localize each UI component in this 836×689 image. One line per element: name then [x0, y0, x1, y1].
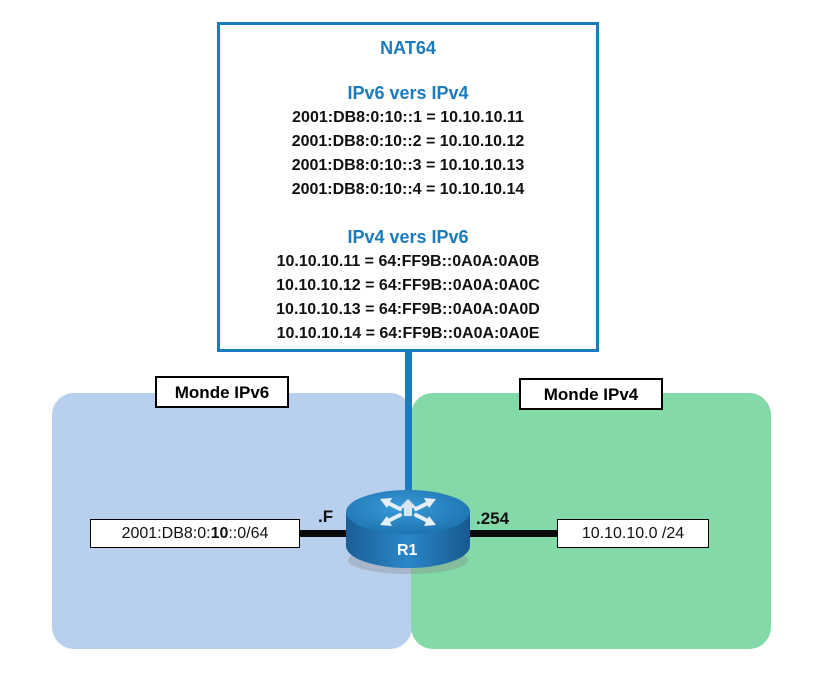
router-icon	[346, 490, 470, 574]
mapping-row: 10.10.10.13 = 64:FF9B::0A0A:0A0D	[276, 301, 540, 318]
mapping-row: 2001:DB8:0:10::3 = 10.10.10.13	[291, 157, 525, 174]
router-name: R1	[397, 542, 418, 559]
ipv6-network-box: 2001:DB8:0:10::0/64	[90, 519, 300, 548]
ipv4-world-label: Monde IPv4	[519, 378, 663, 410]
ipv4-to-ipv6-heading: IPv4 vers IPv6	[347, 227, 469, 247]
nat64-table-box: NAT64 IPv6 vers IPv4 2001:DB8:0:10::1 = …	[217, 22, 599, 352]
mapping-row: 2001:DB8:0:10::1 = 10.10.10.11	[292, 109, 524, 126]
ipv4-interface-label: .254	[476, 509, 510, 528]
router-r1: R1	[342, 478, 474, 578]
nat64-link-line	[405, 352, 412, 492]
mapping-row: 10.10.10.11 = 64:FF9B::0A0A:0A0B	[276, 253, 540, 270]
mapping-row: 10.10.10.12 = 64:FF9B::0A0A:0A0C	[276, 277, 540, 294]
ipv6-world-label: Monde IPv6	[155, 376, 289, 408]
ipv6-network-suffix: ::0/64	[228, 525, 269, 542]
mapping-row: 2001:DB8:0:10::2 = 10.10.10.12	[291, 133, 525, 150]
ipv6-interface-label: .F	[318, 507, 334, 526]
nat64-title: NAT64	[380, 38, 436, 58]
ipv6-to-ipv4-list: 2001:DB8:0:10::1 = 10.10.10.11 2001:DB8:…	[220, 106, 596, 202]
ipv6-network-prefix: 2001:DB8:0:	[121, 525, 211, 542]
mapping-row: 2001:DB8:0:10::4 = 10.10.10.14	[291, 181, 525, 198]
ipv4-to-ipv6-list: 10.10.10.11 = 64:FF9B::0A0A:0A0B 10.10.1…	[220, 250, 596, 346]
ipv4-network-box: 10.10.10.0 /24	[557, 519, 709, 548]
ipv6-network-highlight: 10	[210, 525, 229, 542]
ipv6-to-ipv4-heading: IPv6 vers IPv4	[347, 83, 469, 103]
ipv4-link-line	[462, 530, 560, 537]
ipv6-link-line	[296, 530, 358, 537]
mapping-row: 10.10.10.14 = 64:FF9B::0A0A:0A0E	[276, 325, 540, 342]
